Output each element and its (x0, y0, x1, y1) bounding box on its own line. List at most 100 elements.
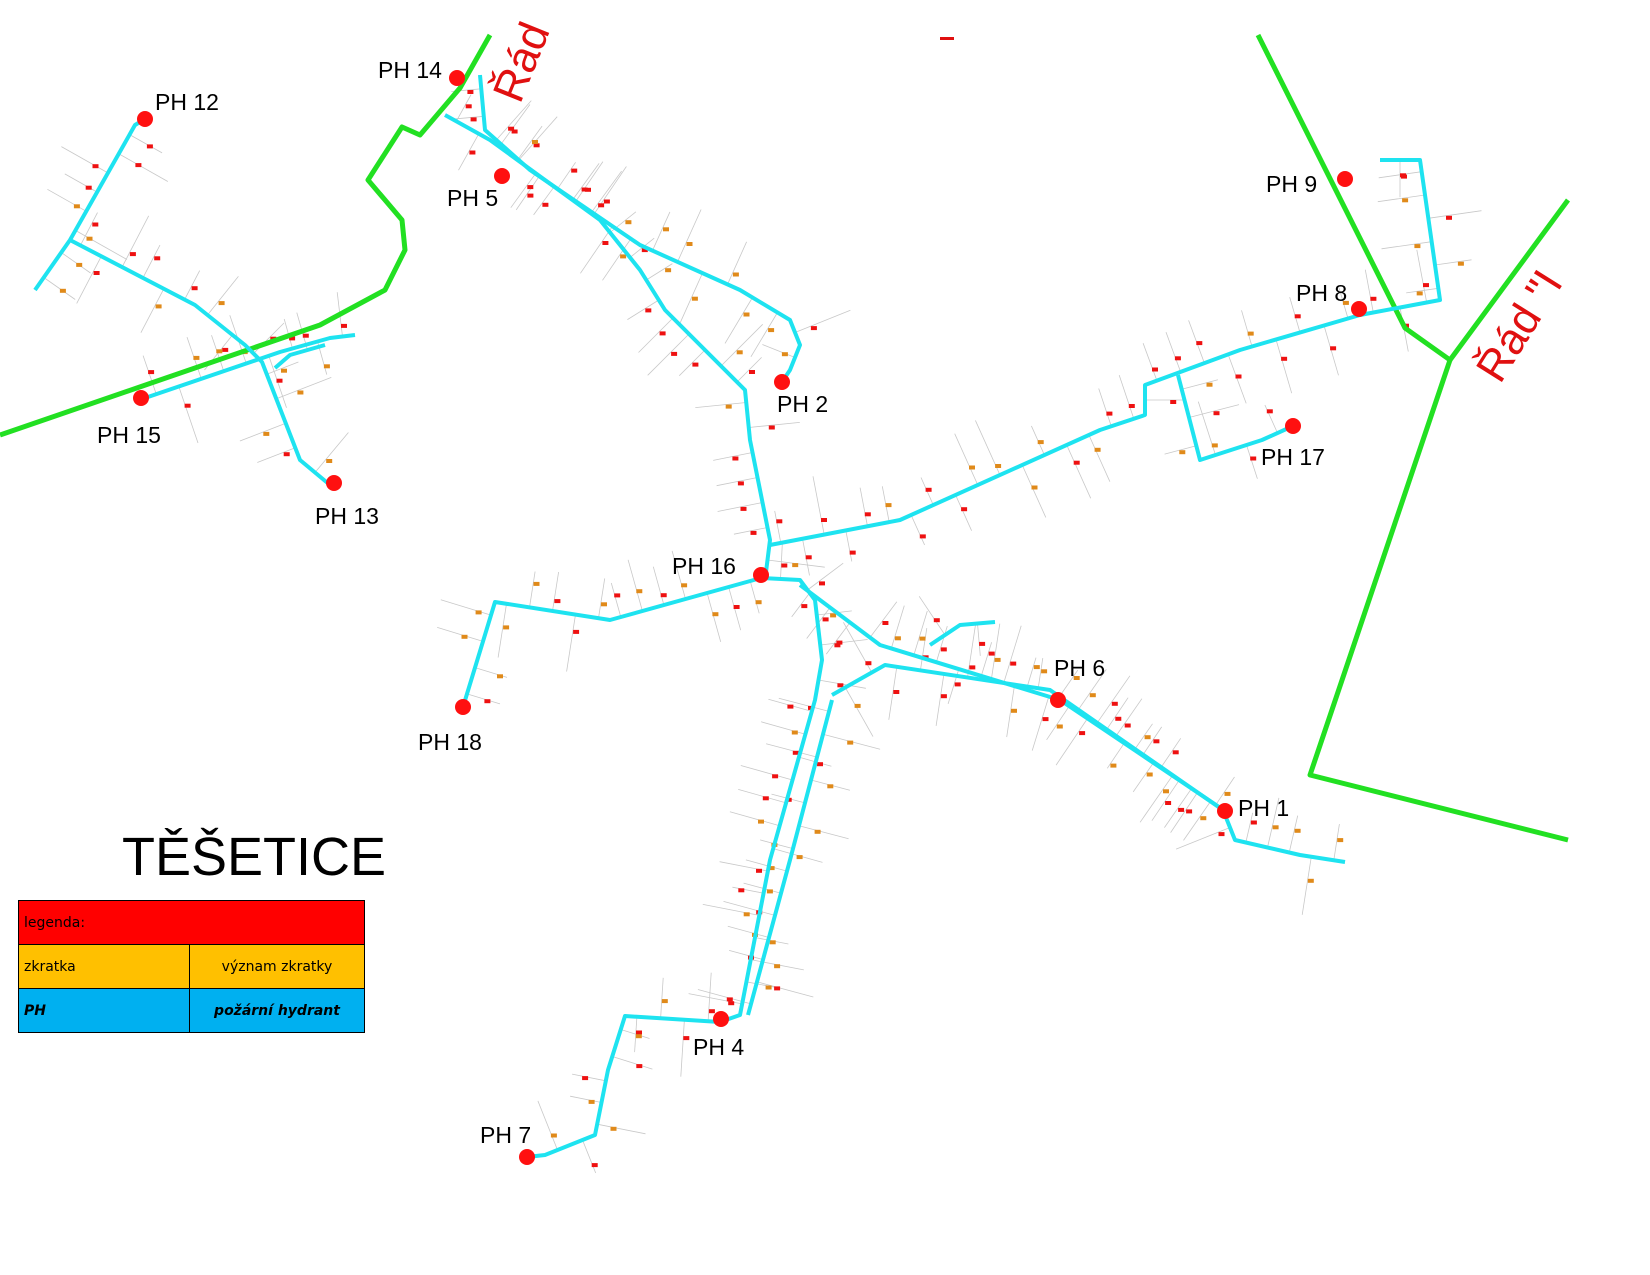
building (708, 1009, 715, 1014)
parcel-line (1364, 269, 1374, 313)
parcel-line (450, 115, 484, 120)
building (532, 140, 538, 144)
hydrant-label: PH 4 (693, 1034, 744, 1060)
parcel-line (1096, 675, 1131, 724)
building (341, 323, 347, 328)
building (218, 301, 225, 306)
parcel-line (1267, 797, 1280, 848)
parcel-line (1046, 705, 1070, 741)
parcel-line (118, 153, 168, 182)
building (736, 350, 743, 355)
parcel-line (75, 230, 128, 260)
parcel-line (762, 344, 796, 358)
building (1106, 411, 1113, 416)
building (692, 362, 699, 367)
hydrant-marker (326, 475, 342, 491)
building (497, 674, 503, 679)
building (743, 912, 750, 917)
building (774, 986, 781, 991)
hydrant-label: PH 8 (1296, 280, 1347, 306)
parcel-line (529, 571, 536, 608)
parcel-line (537, 1100, 558, 1151)
building (683, 1036, 690, 1041)
building (781, 352, 788, 357)
pipe (769, 158, 1442, 547)
legend-meaning: požární hydrant (214, 1002, 340, 1019)
pipe (478, 74, 802, 384)
parcel-line (1406, 287, 1439, 294)
building (758, 819, 764, 824)
parcel-line (1188, 404, 1240, 418)
parcel-line (1181, 379, 1219, 390)
hydrant-label: PH 12 (155, 89, 219, 115)
building (894, 636, 901, 641)
building (864, 512, 871, 517)
pipe (526, 576, 824, 1159)
parcel-line (140, 288, 165, 333)
building (671, 351, 678, 356)
hydrant-label: PH 17 (1261, 444, 1325, 470)
parcel-line (743, 882, 782, 894)
building (740, 506, 747, 511)
building (659, 331, 666, 336)
building (135, 163, 142, 168)
parcel-line (572, 163, 600, 201)
building (216, 349, 223, 354)
building (614, 593, 621, 598)
parcel-line (627, 299, 660, 320)
parcel-line (748, 422, 800, 428)
building (527, 193, 534, 198)
parcel-line (913, 610, 928, 656)
parcel-line (276, 377, 332, 400)
building (1079, 731, 1086, 736)
parcel-line (706, 592, 722, 643)
pipe (1176, 374, 1294, 462)
line-mark (940, 37, 954, 40)
parcel-line (869, 601, 898, 638)
building (588, 1099, 595, 1104)
hydrant-marker (519, 1149, 535, 1165)
building (289, 336, 296, 341)
parcel-line (80, 212, 98, 246)
pipe (1223, 814, 1346, 864)
legend-col2-header: význam zkratky (221, 958, 333, 975)
building (1211, 443, 1218, 448)
hydrants: PH 1PH 2PH 4PH 5PH 6PH 7PH 8PH 9PH 12PH … (97, 57, 1367, 1165)
building (1011, 708, 1017, 713)
building (193, 355, 200, 360)
building (484, 699, 491, 704)
building (73, 204, 80, 209)
parcel-line (954, 433, 979, 486)
hydrant-label: PH 2 (777, 391, 828, 417)
parcel-line (910, 514, 925, 546)
building (660, 593, 667, 598)
parcel-line (142, 244, 161, 279)
building (766, 889, 773, 894)
building (1446, 215, 1452, 220)
building (1073, 676, 1080, 680)
building (636, 1064, 643, 1069)
legend-columns-row: zkratka význam zkratky (19, 944, 364, 988)
parcel-line (918, 596, 946, 636)
parcel-line (582, 1139, 597, 1174)
legend-col1-header: zkratka (19, 945, 190, 988)
building (854, 703, 861, 708)
parcel-line (1037, 658, 1044, 689)
parcel-line (61, 252, 91, 274)
main-water-lines (0, 33, 1571, 843)
building (882, 621, 889, 625)
building (591, 1163, 598, 1168)
building (994, 657, 1001, 662)
parcel-line (129, 134, 163, 154)
building (925, 487, 932, 492)
building (1247, 331, 1254, 336)
building (585, 187, 591, 192)
building (1337, 838, 1344, 843)
building (1089, 693, 1096, 698)
building (1196, 341, 1203, 346)
building (755, 600, 762, 605)
building (1178, 807, 1185, 812)
building (995, 464, 1002, 468)
building (511, 129, 518, 134)
